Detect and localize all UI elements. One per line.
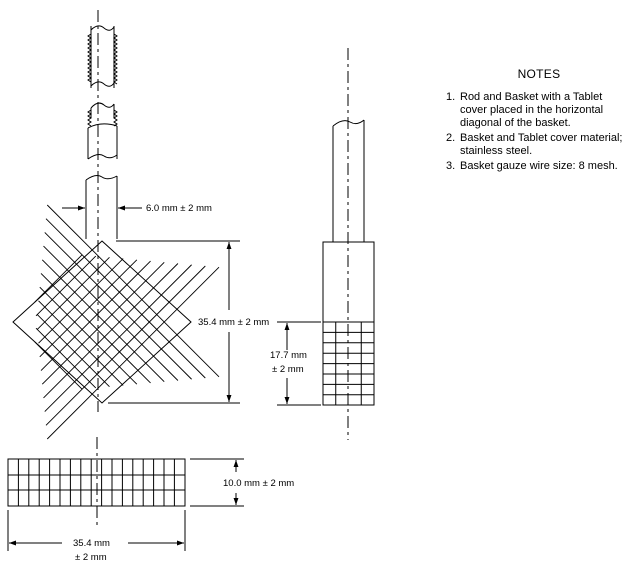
thread-right	[113, 33, 118, 85]
note-text: Rod and Basket with a Tablet cover place…	[460, 91, 604, 129]
note-number: 3.	[446, 160, 456, 172]
note-item: 3. Basket gauze wire size: 8 mesh.	[446, 160, 632, 173]
bottom-width-label-line1: 35.4 mm	[73, 538, 110, 549]
side-view-rod	[332, 119, 365, 242]
threaded-rod-segment	[87, 25, 118, 88]
side-height-label-line2: ± 2 mm	[272, 364, 304, 375]
note-text: Basket gauze wire size: 8 mesh.	[460, 160, 618, 172]
basket-front-view	[7, 458, 186, 507]
bottom-height-label: 10.0 mm ± 2 mm	[223, 478, 294, 489]
notes-panel: NOTES 1. Rod and Basket with a Tablet co…	[446, 68, 632, 175]
coupling-segment	[87, 102, 118, 160]
basket-diagonal-label: 35.4 mm ± 2 mm	[198, 317, 269, 328]
bottom-width-label-line2: ± 2 mm	[75, 552, 107, 563]
note-number: 1.	[446, 91, 456, 103]
side-height-label-line1: 17.7 mm	[270, 350, 307, 361]
rod-lower-segment	[85, 175, 118, 239]
notes-list: 1. Rod and Basket with a Tablet cover pl…	[446, 91, 632, 173]
note-item: 2. Basket and Tablet cover material; sta…	[446, 132, 632, 158]
basket-diamond	[12, 204, 220, 440]
note-item: 1. Rod and Basket with a Tablet cover pl…	[446, 91, 632, 130]
rod-diameter-label: 6.0 mm ± 2 mm	[146, 203, 212, 214]
note-text: Basket and Tablet cover material; stainl…	[460, 132, 623, 157]
note-number: 2.	[446, 132, 456, 144]
thread-left	[87, 33, 92, 83]
notes-title: NOTES	[517, 67, 561, 81]
